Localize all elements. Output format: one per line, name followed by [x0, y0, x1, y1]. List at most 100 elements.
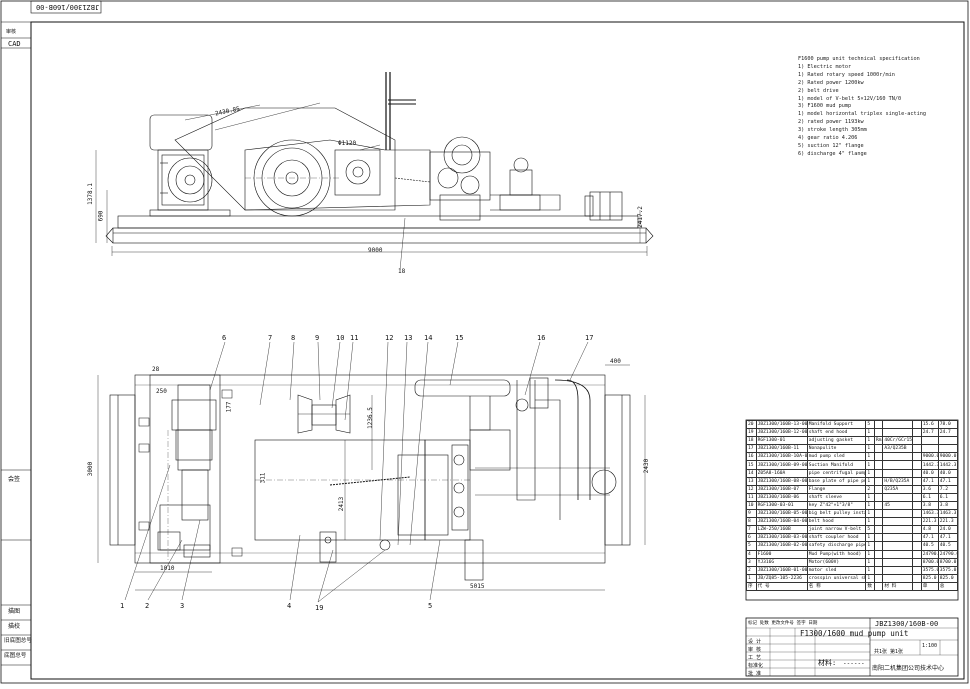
dim-side-right: 2417.2: [636, 206, 644, 228]
bom-cell: 6: [746, 533, 757, 543]
dim-mid3: 311: [259, 472, 267, 484]
top-view: [97, 341, 646, 603]
bom-cell: [912, 419, 922, 430]
bom-header-cell: 单: [920, 581, 939, 591]
bom-cell: 7: [746, 525, 757, 535]
part-17: 17: [585, 334, 594, 342]
bom-cell: 24.0: [937, 525, 959, 535]
bom-cell: [912, 428, 922, 438]
bom-cell: 2: [746, 565, 757, 575]
spec-line: 2) rated power 1193kw: [798, 119, 864, 126]
bom-cell: 15: [746, 460, 757, 470]
bom-cell: [912, 533, 922, 543]
spec-line: 2) Rated power 1200kw: [798, 79, 864, 86]
skid-outline: [134, 374, 606, 564]
part-2: 2: [145, 602, 150, 610]
bom-cell: JBZ1300/160B-13-00: [755, 419, 808, 430]
bom-cell: 1: [865, 468, 875, 478]
bom-cell: 3: [746, 557, 757, 567]
part-9: 9: [315, 334, 320, 342]
bom-cell: 5: [865, 525, 875, 535]
bom-cell: [937, 444, 959, 454]
bom-header-cell: 总: [937, 581, 959, 591]
bom-cell: 24.7: [937, 428, 959, 438]
bom-cell: 40Cr/GCr15A: [882, 436, 914, 446]
bom-cell: [882, 452, 914, 462]
bom-cell: [882, 468, 914, 478]
bom-cell: 24790.0: [937, 549, 959, 559]
drawing-number: JBZ1300/160B-00: [875, 620, 939, 628]
bom-cell: 20: [746, 419, 757, 430]
bom-cell: JBZ1300/160B-10A-00(L,R,B): [755, 452, 808, 462]
bom-cell: 15.6: [920, 419, 939, 430]
bom-cell: RGF1300-03-01: [755, 500, 808, 511]
skid-base: [112, 227, 647, 244]
bom-cell: 1463.3: [920, 509, 939, 519]
bom-cell: 3.8: [937, 500, 959, 511]
bom-cell: shaft end hood: [806, 428, 867, 438]
side-label-review: 审核: [6, 29, 17, 35]
side-label-old: 旧底图总号: [4, 638, 32, 644]
bom-cell: base plate of pipe pump: [806, 476, 867, 486]
dim-side-length: 9000: [368, 247, 383, 254]
bom-cell: 45: [882, 500, 914, 511]
centrifugal-pump: [589, 191, 623, 221]
bom-cell: JBZ1300/160B-01-00: [755, 565, 808, 575]
bom-cell: 78.0: [937, 419, 959, 430]
bom-cell: [882, 541, 914, 551]
bom-cell: 17: [746, 444, 757, 454]
title-row-2: 审 核: [748, 647, 762, 653]
technical-specification: F1600 pump unit technical specification …: [798, 56, 926, 159]
bom-cell: 24.7: [920, 428, 939, 438]
bom-cell: Q235A: [882, 484, 914, 494]
bom-cell: [873, 468, 884, 478]
bom-cell: Mud Pump(with hood): [806, 549, 867, 559]
bom-cell: [912, 509, 922, 519]
bom-cell: [873, 565, 884, 575]
bom-cell: 1: [865, 452, 875, 462]
cad-label: CAD: [8, 40, 21, 48]
bom-cell: [912, 452, 922, 462]
dim-side-height: 1378.1: [86, 183, 94, 205]
title-row-3: 工 艺: [748, 655, 762, 661]
bom-cell: 9000.0: [920, 452, 939, 462]
bom-cell: [873, 557, 884, 567]
dim-top-w3: 177: [225, 401, 233, 413]
bom-cell: [873, 492, 884, 502]
bom-cell: [920, 444, 939, 454]
bom-cell: 1: [865, 573, 875, 583]
bom-cell: [882, 517, 914, 527]
spec-line: 6) discharge 4" flange: [798, 150, 867, 157]
spec-line: F1600 pump unit technical specification: [798, 56, 920, 62]
side-view: [95, 72, 654, 271]
bom-cell: 7.2: [937, 484, 959, 494]
dim-mid2: 2413: [338, 496, 346, 512]
bom-cell: [882, 419, 914, 430]
bom-cell: mud pump sled: [806, 452, 867, 462]
bom-cell: 8700.0: [937, 557, 959, 567]
bom-cell: 40.0: [937, 468, 959, 478]
bom-cell: 40.5: [920, 541, 939, 551]
top-code: JBZ1300/160B-00: [36, 3, 100, 11]
bom-cell: adjusting gasket: [806, 436, 867, 446]
spec-line: 1) model horizontal triplex single-actin…: [798, 111, 927, 118]
bom-cell: 47.1: [920, 476, 939, 486]
bom-cell: 1: [746, 573, 757, 583]
bom-cell: [882, 428, 914, 438]
bom-cell: 19: [746, 428, 757, 438]
bom-cell: [912, 436, 922, 446]
bom-cell: 40.5: [937, 541, 959, 551]
bom-cell: 3575.0: [920, 565, 939, 575]
part-19: 19: [315, 604, 324, 612]
bom-cell: 825.0: [920, 573, 939, 583]
dim-top-w2: 28: [152, 366, 160, 373]
bom-cell: 47.1: [937, 533, 959, 543]
bom-header-cell: 材 料: [882, 581, 914, 591]
